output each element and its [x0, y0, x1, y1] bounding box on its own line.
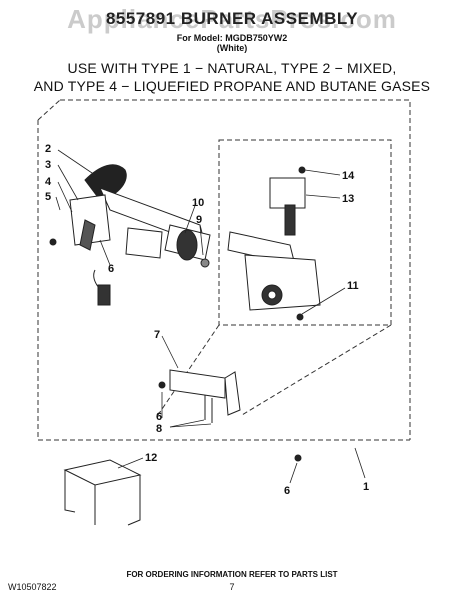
assembly-boundary — [37, 99, 411, 441]
callout-label: 10 — [192, 197, 204, 209]
callout-label: 3 — [45, 159, 51, 171]
callout-label: 1 — [363, 481, 369, 493]
callout-label: 6 — [284, 485, 290, 497]
callout-label: 4 — [45, 176, 52, 188]
igniter-bracket — [158, 369, 302, 462]
callout-label: 9 — [196, 214, 202, 226]
burner-support-bracket — [63, 459, 142, 526]
callout-label: 7 — [154, 329, 160, 341]
usage-line-1: USE WITH TYPE 1 − NATURAL, TYPE 2 − MIXE… — [67, 60, 397, 76]
model-line: For Model: MGDB750YW2 — [176, 33, 288, 43]
watermark-text: AppliancePartsPros.com — [67, 4, 397, 34]
document-number: W10507822 — [8, 582, 57, 592]
callout-label: 5 — [45, 191, 51, 203]
page-title: 8557891 BURNER ASSEMBLY — [105, 9, 359, 28]
leader-lines — [55, 149, 366, 484]
callout-label: 2 — [45, 143, 51, 155]
page-number: 7 — [229, 582, 235, 592]
callout-label: 14 — [342, 170, 355, 182]
callout-label: 12 — [145, 452, 157, 464]
callout-label: 8 — [156, 423, 162, 435]
callout-label: 6 — [108, 263, 114, 275]
callout-label: 11 — [347, 280, 359, 292]
color-line: (White) — [216, 43, 248, 53]
callout-label: 6 — [156, 411, 162, 423]
ordering-info: FOR ORDERING INFORMATION REFER TO PARTS … — [126, 570, 338, 579]
callout-label: 13 — [342, 193, 354, 205]
burner-tube-assembly — [49, 164, 211, 306]
gas-valve-assembly — [227, 166, 321, 321]
usage-line-2: AND TYPE 4 − LIQUEFIED PROPANE AND BUTAN… — [33, 78, 431, 94]
